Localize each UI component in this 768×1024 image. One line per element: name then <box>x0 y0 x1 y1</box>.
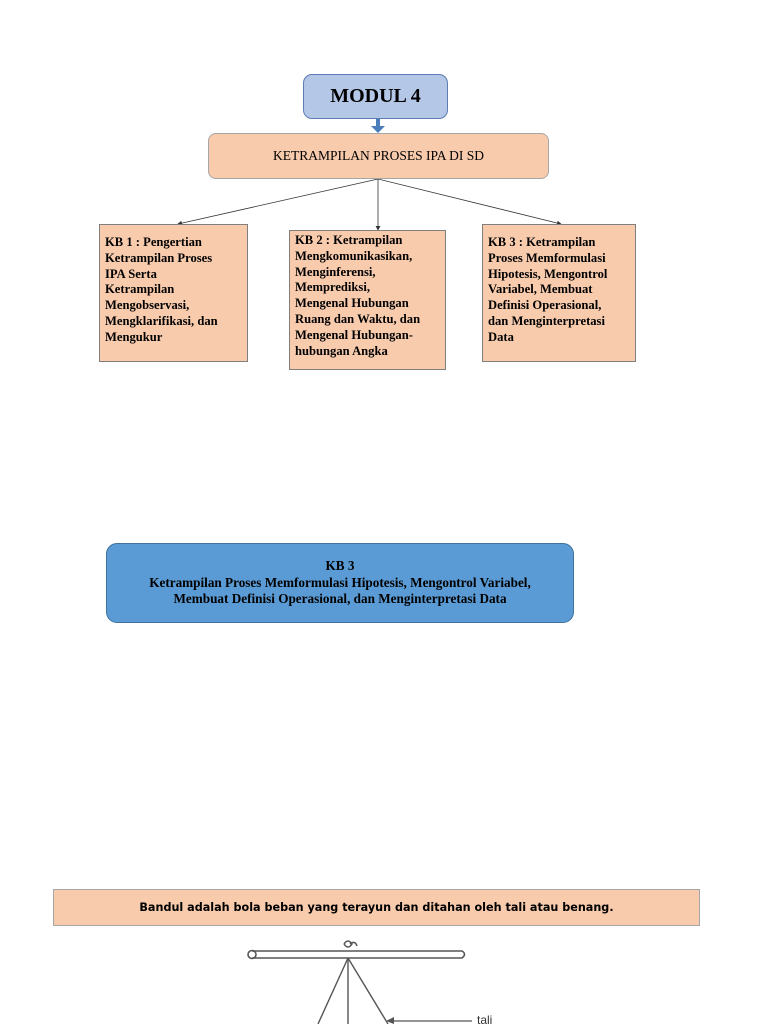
topic-title-box: KETRAMPILAN PROSES IPA DI SD <box>208 133 549 179</box>
kb2-line: Memprediksi, <box>295 280 370 295</box>
kb3-banner: KB 3 Ketrampilan Proses Memformulasi Hip… <box>106 543 574 623</box>
kb1-line: Mengobservasi, <box>105 298 190 313</box>
kb2-line: Mengenal Hubungan- <box>295 327 413 342</box>
kb2-line: hubungan Angka <box>295 343 388 358</box>
support-rod <box>247 949 466 960</box>
tali-label: tali <box>477 1013 492 1024</box>
topic-title: KETRAMPILAN PROSES IPA DI SD <box>272 148 485 163</box>
kb3-line: Data <box>488 329 514 344</box>
kb2-line: Mengkomunikasikan, <box>295 248 413 263</box>
kb3-banner-line: Membuat Definisi Operasional, dan Mengin… <box>173 591 507 607</box>
kb2-box: KB 2 : Ketrampilan Mengkomunikasikan, Me… <box>289 230 446 370</box>
kb2-line: Menginferensi, <box>295 264 376 279</box>
kb3-line: Definisi Operasional, <box>488 298 602 313</box>
tali-pointer-arrow <box>386 1017 394 1024</box>
kb3-line: dan Menginterpretasi <box>488 313 605 328</box>
kb3-banner-heading: KB 3 <box>325 558 355 574</box>
branch-line-kb1 <box>177 178 379 226</box>
bandul-definition: Bandul adalah bola beban yang terayun da… <box>139 901 614 914</box>
branch-line-kb3 <box>377 178 562 226</box>
modul-title-box: MODUL 4 <box>303 74 448 119</box>
kb3-line: Proses Memformulasi <box>488 250 606 265</box>
string-knot <box>343 940 358 948</box>
kb2-line: Mengenal Hubungan <box>295 296 409 311</box>
kb3-line: Variabel, Membuat <box>488 282 593 297</box>
kb1-line: Ketrampilan <box>105 282 175 297</box>
kb1-line: Mengklarifikasi, dan <box>105 313 218 328</box>
kb3-banner-line: Ketrampilan Proses Memformulasi Hipotesi… <box>149 574 531 590</box>
kb1-line: Ketrampilan Proses <box>105 250 213 265</box>
modul-title: MODUL 4 <box>330 85 421 107</box>
kb2-line: KB 2 : Ketrampilan <box>295 233 403 247</box>
kb1-line: Mengukur <box>105 329 163 344</box>
kb2-line: Ruang dan Waktu, dan <box>295 311 421 326</box>
modul-arrow <box>371 119 385 133</box>
kb3-box: KB 3 : Ketrampilan Proses Memformulasi H… <box>482 224 636 362</box>
kb3-line: KB 3 : Ketrampilan <box>488 235 596 249</box>
kb3-line: Hipotesis, Mengontrol <box>488 266 608 281</box>
bandul-definition-box: Bandul adalah bola beban yang terayun da… <box>53 889 700 926</box>
kb1-box: KB 1 : Pengertian Ketrampilan Proses IPA… <box>99 224 248 362</box>
pendulum-strings <box>317 957 389 1024</box>
kb1-line: IPA Serta <box>105 266 157 281</box>
kb1-line: KB 1 : Pengertian <box>105 235 202 249</box>
